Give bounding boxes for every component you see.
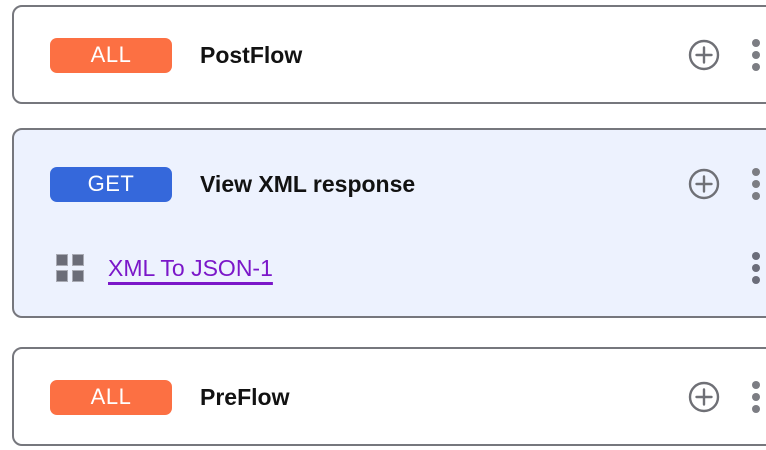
flow-header-row[interactable]: GET View XML response (14, 156, 766, 212)
kebab-dot (752, 51, 760, 59)
kebab-dot (752, 276, 760, 284)
kebab-dot (752, 381, 760, 389)
flow-actions (688, 167, 766, 201)
policy-actions (744, 251, 766, 285)
flow-card-view-xml-response[interactable]: GET View XML response (12, 128, 766, 318)
policy-link-xml-to-json[interactable]: XML To JSON-1 (108, 254, 273, 281)
flow-card-preflow[interactable]: ALL PreFlow (12, 347, 766, 446)
kebab-dot (752, 39, 760, 47)
kebab-menu-icon[interactable] (744, 38, 766, 72)
plus-circle-icon[interactable] (688, 168, 720, 200)
method-badge-get: GET (50, 166, 172, 202)
kebab-dot (752, 192, 760, 200)
grid-square (72, 270, 84, 282)
method-badge-all: ALL (50, 379, 172, 415)
flow-actions (688, 38, 766, 72)
flow-title: PreFlow (200, 383, 290, 410)
kebab-menu-icon[interactable] (744, 380, 766, 414)
kebab-dot (752, 252, 760, 260)
policy-step-row[interactable]: XML To JSON-1 (14, 240, 766, 296)
kebab-dot (752, 63, 760, 71)
flow-actions (688, 380, 766, 414)
kebab-dot (752, 393, 760, 401)
flow-card-postflow[interactable]: ALL PostFlow (12, 5, 766, 104)
flow-title: View XML response (200, 170, 416, 197)
flow-title: PostFlow (200, 41, 303, 68)
grid-square (72, 254, 84, 266)
policy-grid-icon (56, 254, 84, 282)
kebab-menu-icon[interactable] (744, 167, 766, 201)
flow-header-row[interactable]: ALL PostFlow (14, 27, 766, 83)
plus-circle-icon[interactable] (688, 381, 720, 413)
kebab-menu-icon[interactable] (744, 251, 766, 285)
kebab-dot (752, 180, 760, 188)
kebab-dot (752, 405, 760, 413)
kebab-dot (752, 168, 760, 176)
grid-square (56, 254, 68, 266)
grid-square (56, 270, 68, 282)
method-badge-all: ALL (50, 37, 172, 73)
plus-circle-icon[interactable] (688, 39, 720, 71)
kebab-dot (752, 264, 760, 272)
flow-header-row[interactable]: ALL PreFlow (14, 369, 766, 425)
